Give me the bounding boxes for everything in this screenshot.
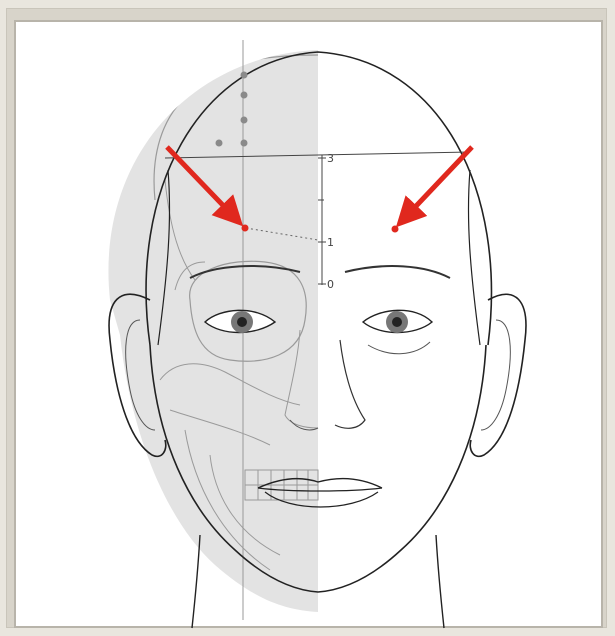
scale-tick-3: 3 [327,152,334,165]
right-eye [363,310,432,333]
right-ear [470,294,526,456]
scale-tick-1: 1 [327,236,334,249]
left-target-point [242,225,249,232]
skull-half [100,40,318,636]
scale-tick-0: 0 [327,278,334,291]
neck-right [436,535,444,628]
right-ear-inner [481,320,510,430]
right-under-eye [368,342,430,354]
vertical-scale: 3 1 0 [318,152,334,291]
right-eyebrow [345,266,450,278]
red-arrow-icon [400,147,472,223]
nose-right [335,340,365,428]
right-target-point [392,226,399,233]
neck-left [192,535,200,628]
